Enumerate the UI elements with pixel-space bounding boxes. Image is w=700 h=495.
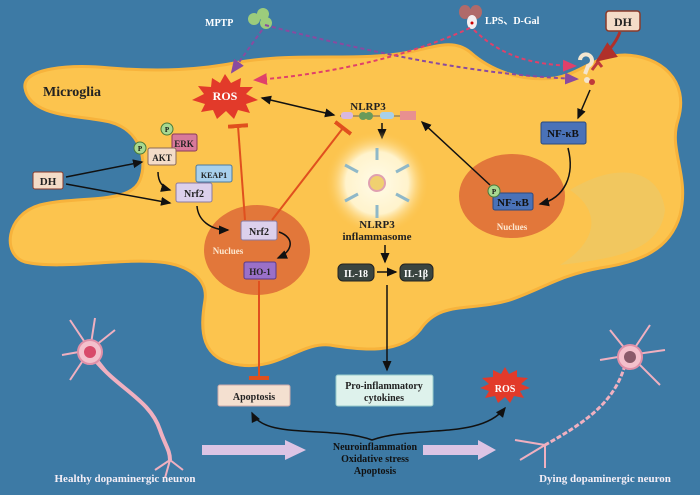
progression-arrow-2 bbox=[423, 440, 496, 460]
dh-to-nrf2-arrow bbox=[65, 183, 172, 206]
mptp-to-ros-arrow bbox=[230, 29, 263, 74]
erk-label: ERK bbox=[174, 139, 194, 149]
dh-to-akt-arrow bbox=[65, 159, 144, 178]
nfkb-to-nlrp3-arrow bbox=[420, 120, 491, 186]
apoptosis-box bbox=[217, 384, 291, 407]
akt-label: AKT bbox=[152, 153, 172, 163]
ros-burst-bottom bbox=[480, 367, 530, 403]
il18-box bbox=[337, 263, 375, 282]
outcome-apoptosis: Apoptosis bbox=[354, 466, 396, 477]
outcome-brace-arrows bbox=[251, 406, 506, 441]
apoptosis-label: Apoptosis bbox=[233, 392, 275, 403]
nrf2-inhibits-nlrp3 bbox=[271, 120, 353, 221]
erk-box bbox=[171, 133, 198, 152]
dh-box-top bbox=[605, 10, 641, 32]
dying-neuron-icon bbox=[514, 324, 666, 468]
healthy-neuron-icon bbox=[61, 317, 184, 479]
phospho-icon bbox=[487, 184, 501, 198]
akt-to-nrf2-arrow bbox=[157, 171, 172, 192]
ho1-label: HO-1 bbox=[249, 267, 271, 277]
nrf2-nuc-box bbox=[240, 220, 278, 241]
mptp-to-receptor-arrow bbox=[264, 24, 579, 85]
progression-arrow-1 bbox=[202, 440, 306, 460]
nucleus-right-label: Nuclues bbox=[497, 222, 528, 232]
dh-left-label: DH bbox=[40, 176, 57, 188]
proinflammatory-label-1: Pro-inflammatory bbox=[345, 381, 423, 392]
phospho-icon bbox=[160, 122, 174, 136]
proinflammatory-label-2: cytokines bbox=[364, 393, 404, 404]
akt-box bbox=[147, 147, 177, 166]
lps-mouse-icon bbox=[459, 5, 482, 29]
il18-label: IL-18 bbox=[344, 269, 368, 280]
nucleus-left bbox=[204, 205, 310, 295]
ros-top-label: ROS bbox=[213, 89, 238, 103]
outcome-oxidative-stress: Oxidative stress bbox=[341, 454, 409, 465]
p3-label: P bbox=[492, 188, 497, 196]
ros-bottom-label: ROS bbox=[495, 384, 516, 395]
nrf2-nuc-label: Nrf2 bbox=[249, 227, 269, 238]
ros-burst-top bbox=[192, 74, 258, 119]
cytokines-box bbox=[335, 374, 434, 407]
lps-label: LPS、D-Gal bbox=[485, 16, 540, 27]
nrf2-cyto-label: Nrf2 bbox=[184, 189, 204, 200]
mptp-molecule-icon bbox=[248, 8, 272, 29]
il1b-box bbox=[399, 263, 434, 282]
nucleus-left-label: Nuclues bbox=[213, 246, 244, 256]
outcome-neuroinflammation: Neuroinflammation bbox=[333, 442, 418, 453]
nrf2-translocation-arrow bbox=[196, 205, 230, 235]
nfkb-translocation-arrow bbox=[538, 147, 571, 207]
nfkb-cyto-label: NF-κB bbox=[547, 128, 579, 140]
inflammasome-icon bbox=[344, 148, 410, 218]
nfkb-nuc-box bbox=[492, 192, 534, 211]
keap1-box bbox=[195, 164, 233, 183]
p1-label: P bbox=[138, 145, 143, 153]
receptor-to-nfkb-arrow bbox=[577, 89, 591, 120]
nfkb-cyto-box bbox=[540, 121, 587, 145]
nrf2-cyto-box bbox=[175, 182, 213, 203]
receptor-icon bbox=[578, 52, 604, 85]
lps-to-receptor-arrow bbox=[473, 29, 577, 72]
keap1-label: KEAP1 bbox=[201, 171, 227, 180]
nlrp3-label: NLRP3 bbox=[350, 101, 386, 113]
inflammasome-label-2: inflammasome bbox=[342, 231, 411, 243]
mptp-label: MPTP bbox=[205, 18, 233, 29]
phospho-icon bbox=[133, 141, 147, 155]
healthy-neuron-label: Healthy dopaminergic neuron bbox=[55, 473, 196, 485]
nrf2-inhibits-ros bbox=[227, 123, 249, 221]
nlrp3-protein-icon bbox=[340, 111, 416, 120]
dh-top-label: DH bbox=[614, 15, 633, 29]
nrf2-to-ho1-arrow bbox=[276, 231, 291, 259]
lps-to-ros-arrow bbox=[253, 27, 471, 86]
p2-label: P bbox=[165, 126, 170, 134]
il1b-label: IL-1β bbox=[404, 269, 428, 280]
inflammasome-label-1: NLRP3 bbox=[359, 219, 395, 231]
dh-to-receptor-arrow bbox=[595, 31, 622, 62]
dh-box-left bbox=[32, 171, 64, 190]
nfkb-nuc-label: NF-κB bbox=[497, 197, 529, 209]
cell-highlight bbox=[560, 172, 665, 265]
microglia-label: Microglia bbox=[43, 85, 101, 100]
ho1-box bbox=[243, 261, 277, 280]
dying-neuron-label: Dying dopaminergic neuron bbox=[539, 473, 671, 485]
ros-nlrp3-arrow bbox=[260, 95, 336, 118]
